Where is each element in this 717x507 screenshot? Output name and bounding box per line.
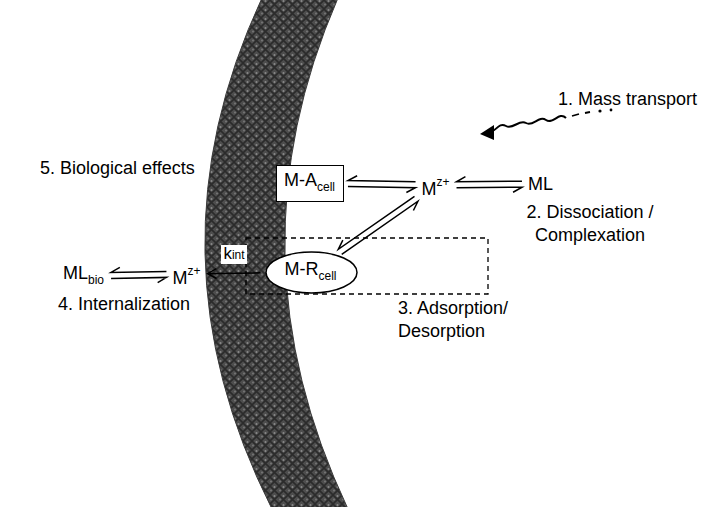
metal-ion: Mz+ [420, 171, 453, 200]
step-label: 2. Dissociation / Complexation [492, 201, 688, 247]
equilibrium-arrow [456, 177, 522, 193]
mass-transport-trail [572, 112, 590, 116]
index-text: cell [319, 269, 337, 283]
metal-ion: Mz+ [171, 260, 204, 289]
index-text: cell [317, 180, 335, 194]
step-label: 3. Adsorption/ Desorption [398, 297, 526, 343]
species-text: ML [63, 263, 88, 283]
index-text: z+ [188, 264, 201, 278]
species-text: M-R [285, 259, 319, 279]
mass-transport-head [480, 125, 494, 140]
equilibrium-arrow [338, 196, 418, 254]
flow-arrow [207, 269, 260, 279]
membrane-site-box: M-Acell [276, 165, 344, 202]
species-text: M [422, 179, 437, 199]
mass-transport-dot [610, 109, 613, 112]
equilibrium-arrow [111, 267, 167, 282]
mass-transport-wave [492, 116, 566, 131]
step-label: 4. Internalization [58, 293, 190, 316]
ellipse-shape [266, 252, 357, 293]
index-text: z+ [437, 175, 450, 189]
species-text: ML [528, 174, 553, 194]
step-label: 5. Biological effects [40, 157, 195, 180]
index-text: bio [88, 273, 104, 287]
dashed-region [246, 238, 488, 294]
receptor-ellipse: M-Rcell [265, 251, 358, 294]
rate-constant: kint [221, 245, 246, 264]
metal-complex: MLbio [61, 262, 107, 291]
mass-transport-dot [598, 109, 601, 112]
species-text: M-A [284, 170, 317, 190]
step-label: 1. Mass transport [558, 88, 697, 111]
metal-complex: ML [526, 173, 556, 195]
species-text: M [173, 268, 188, 288]
equilibrium-arrow [348, 176, 416, 193]
